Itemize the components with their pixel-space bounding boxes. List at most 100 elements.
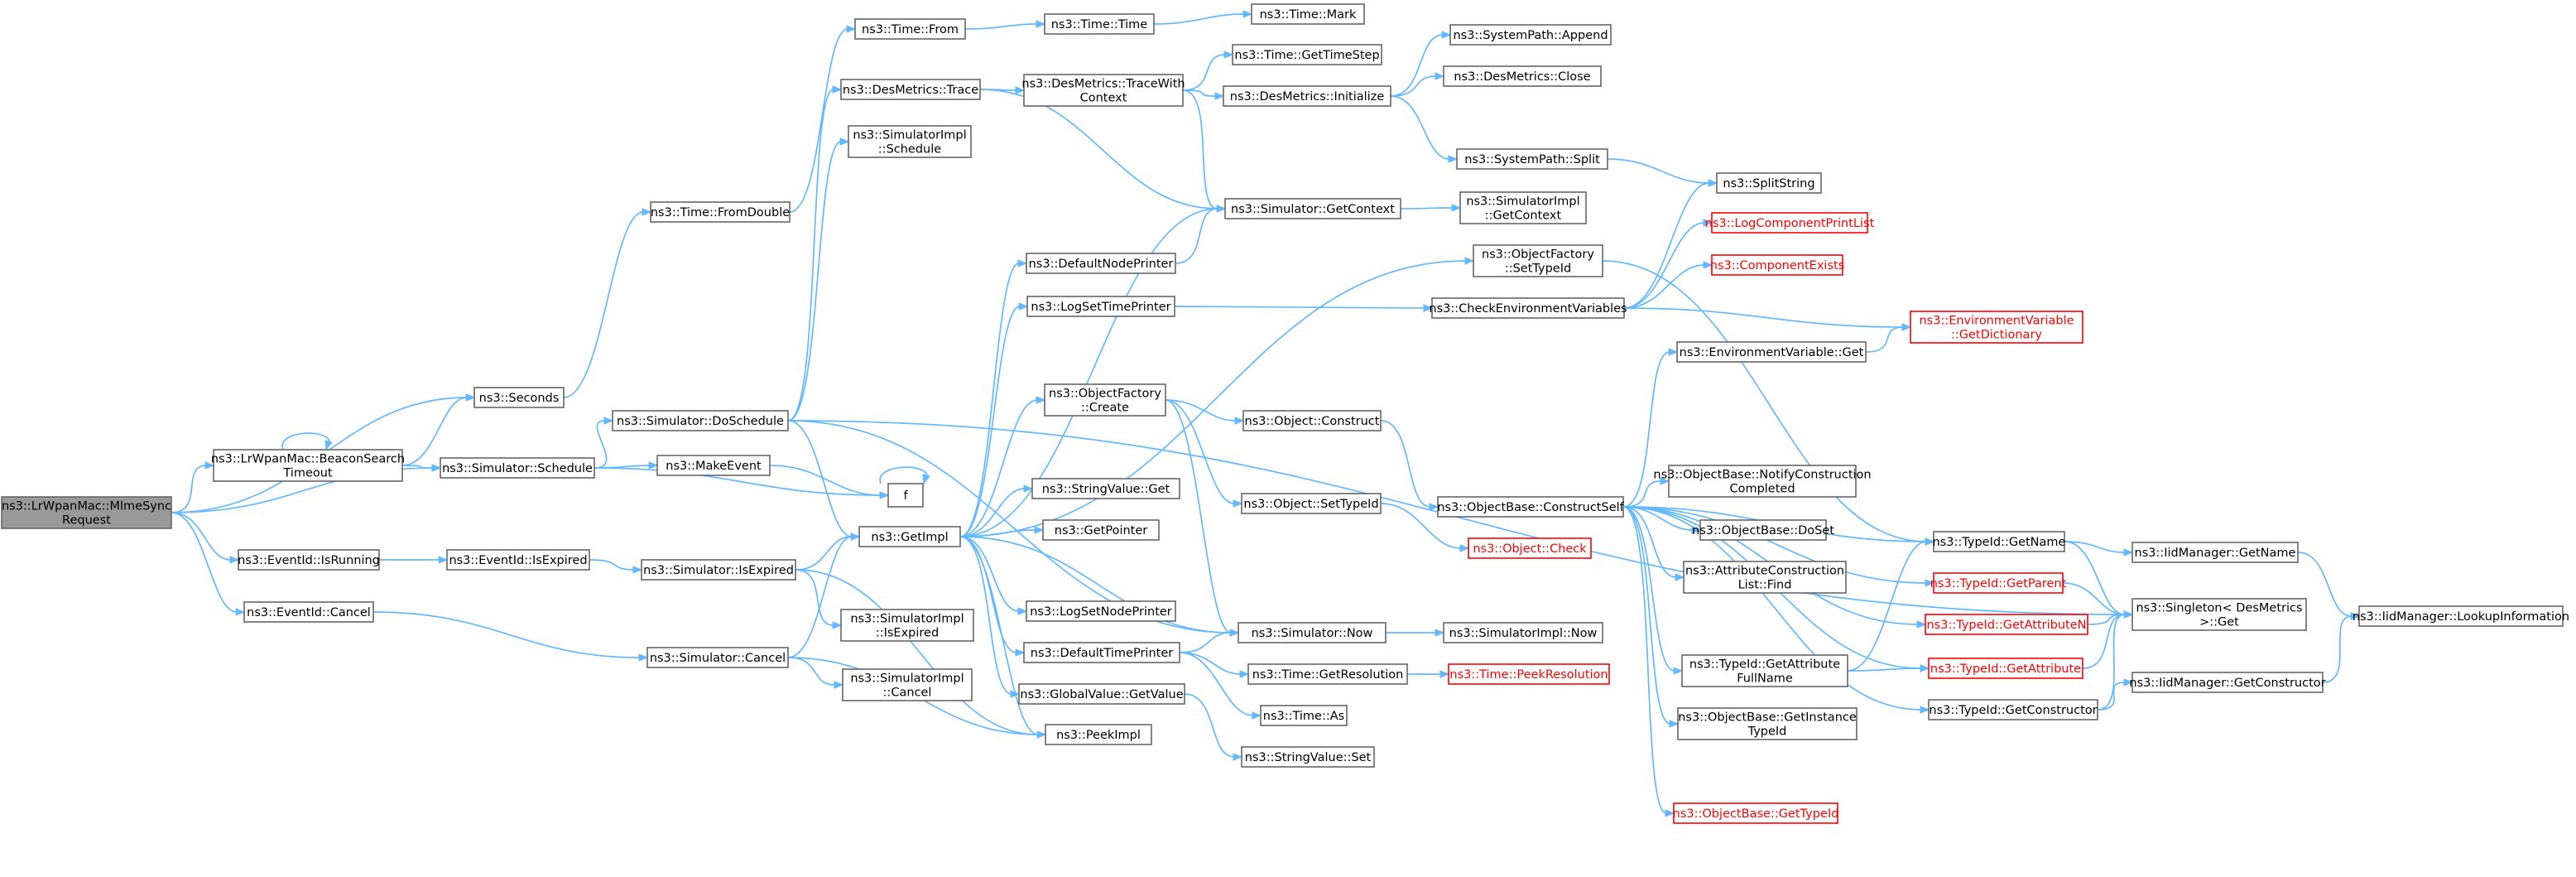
node-simgetcontext[interactable]: ns3::Simulator::GetContext (1224, 198, 1401, 219)
node-iidgetctor[interactable]: ns3::IidManager::GetConstructor (2129, 672, 2326, 693)
node-objsettypeid[interactable]: ns3::Object::SetTypeId (1241, 493, 1382, 514)
edge-line (1847, 667, 1922, 672)
node-gettimestep[interactable]: ns3::Time::GetTimeStep (1232, 44, 1382, 65)
node-tidgetctor[interactable]: ns3::TypeId::GetConstructor (1928, 699, 2098, 720)
arrowhead (1669, 720, 1680, 728)
edge-line (787, 420, 2126, 615)
node-globalget[interactable]: ns3::GlobalValue::GetValue (1018, 683, 1185, 705)
node-makeevent[interactable]: ns3::MakeEvent (656, 455, 771, 476)
node-objconstruct[interactable]: ns3::Object::Construct (1242, 410, 1382, 431)
node-box (650, 201, 791, 223)
node-implschedule[interactable]: ns3::SimulatorImpl::Schedule (848, 125, 972, 158)
call-edge-isrunning-isexpiredevent (378, 556, 449, 564)
node-doschedule[interactable]: ns3::Simulator::DoSchedule (612, 410, 789, 431)
node-lookup[interactable]: ns3::IidManager::LookupInformation (2353, 605, 2569, 627)
call-edge-timefrom-timetime (964, 20, 1046, 30)
arrowhead (642, 208, 652, 216)
call-edge-simisexpired-implisexpired (795, 569, 843, 629)
node-cancel[interactable]: ns3::EventId::Cancel (243, 601, 374, 623)
node-objcheck[interactable]: ns3::Object::Check (1468, 537, 1592, 559)
node-implnow[interactable]: ns3::SimulatorImpl::Now (1443, 622, 1603, 643)
node-simnow[interactable]: ns3::Simulator::Now (1238, 622, 1387, 643)
arrowhead (1920, 706, 1930, 714)
call-edge-constructself-envget (1622, 348, 1679, 508)
node-timemark[interactable]: ns3::Time::Mark (1251, 3, 1365, 25)
node-stringset[interactable]: ns3::StringValue::Set (1241, 746, 1375, 768)
edge-line (1400, 207, 1454, 210)
node-logcomp[interactable]: ns3::LogComponentPrintList (1705, 212, 1875, 234)
node-getres[interactable]: ns3::Time::GetResolution (1247, 663, 1408, 685)
node-singleton[interactable]: ns3::Singleton< DesMetrics >::Get (2131, 598, 2307, 631)
node-timetime[interactable]: ns3::Time::Time (1044, 13, 1155, 35)
node-tidgetattrn[interactable]: ns3::TypeId::GetAttributeN (1925, 614, 2088, 635)
arrowhead (850, 532, 861, 541)
arrowhead (1429, 503, 1439, 511)
call-edge-beacon-beacon (281, 432, 333, 451)
node-spappend[interactable]: ns3::SystemPath::Append (1449, 24, 1612, 46)
node-desclose[interactable]: ns3::DesMetrics::Close (1443, 65, 1602, 87)
node-simisexpired[interactable]: ns3::Simulator::IsExpired (641, 559, 796, 581)
node-destrace[interactable]: ns3::DesMetrics::Trace (840, 79, 981, 100)
node-f[interactable]: f (887, 483, 924, 508)
node-fromdouble[interactable]: ns3::Time::FromDouble (650, 201, 791, 223)
node-tidgetname[interactable]: ns3::TypeId::GetName (1933, 531, 2066, 552)
node-defaultnode[interactable]: ns3::DefaultNodePrinter (1026, 253, 1176, 274)
node-tidgetattr[interactable]: ns3::TypeId::GetAttribute (1928, 658, 2083, 679)
node-compexists[interactable]: ns3::ComponentExists (1710, 254, 1845, 276)
node-spsplit[interactable]: ns3::SystemPath::Split (1456, 148, 1608, 170)
call-edge-fromdouble-timefrom (789, 25, 857, 213)
node-constructself[interactable]: ns3::ObjectBase::ConstructSelf (1437, 496, 1625, 518)
node-iidgetname[interactable]: ns3::IidManager::GetName (2131, 542, 2299, 563)
edge-line (1623, 264, 1705, 309)
node-checkenv[interactable]: ns3::CheckEnvironmentVariables (1429, 297, 1627, 319)
node-timefrom[interactable]: ns3::Time::From (854, 18, 966, 40)
edge-line (1165, 399, 1237, 422)
node-doset[interactable]: ns3::ObjectBase::DoSet (1692, 519, 1834, 541)
node-isrunning[interactable]: ns3::EventId::IsRunning (238, 549, 380, 571)
arrowhead (1916, 620, 1927, 629)
node-getpointer[interactable]: ns3::GetPointer (1042, 519, 1160, 541)
node-stringget[interactable]: ns3::StringValue::Get (1031, 478, 1180, 499)
node-isexpiredevent[interactable]: ns3::EventId::IsExpired (446, 549, 590, 571)
node-timeas[interactable]: ns3::Time::As (1260, 705, 1348, 726)
node-envget[interactable]: ns3::EnvironmentVariable::Get (1676, 341, 1867, 363)
node-getimpl[interactable]: ns3::GetImpl (858, 526, 961, 547)
node-box (1676, 341, 1867, 363)
node-peekimpl[interactable]: ns3::PeekImpl (1045, 724, 1152, 745)
arrowhead (1423, 304, 1434, 312)
node-defaulttime[interactable]: ns3::DefaultTimePrinter (1023, 642, 1180, 663)
edge-line (1179, 632, 1232, 653)
node-simcancel[interactable]: ns3::Simulator::Cancel (646, 647, 789, 668)
call-edge-simcancel-getimpl (787, 532, 861, 658)
node-objfcreate[interactable]: ns3::ObjectFactory::Create (1044, 383, 1166, 417)
node-logsettime[interactable]: ns3::LogSetTimePrinter (1026, 296, 1175, 317)
node-notify[interactable]: ns3::ObjectBase::NotifyConstructionCompl… (1653, 465, 1872, 498)
node-envdict[interactable]: ns3::EnvironmentVariable::GetDictionary (1910, 311, 2083, 344)
node-implgetcontext[interactable]: ns3::SimulatorImpl::GetContext (1459, 191, 1587, 224)
node-tidgetparent[interactable]: ns3::TypeId::GetParent (1930, 572, 2067, 594)
node-box (446, 549, 590, 571)
node-seconds[interactable]: ns3::Seconds (473, 387, 565, 408)
node-implcancel[interactable]: ns3::SimulatorImpl::Cancel (842, 668, 973, 701)
node-peekres[interactable]: ns3::Time::PeekResolution (1448, 663, 1610, 685)
node-label: FullName (1737, 672, 1793, 686)
node-logsetnode[interactable]: ns3::LogSetNodePrinter (1026, 600, 1176, 622)
node-splitstring[interactable]: ns3::SplitString (1716, 172, 1822, 194)
node-label: ::GetContext (1485, 210, 1562, 223)
node-box (848, 125, 972, 158)
arrowhead (1459, 544, 1470, 552)
node-schedule[interactable]: ns3::Simulator::Schedule (440, 457, 595, 479)
node-gettypeid[interactable]: ns3::ObjectBase::GetTypeId (1673, 802, 1839, 824)
node-desinit[interactable]: ns3::DesMetrics::Initialize (1223, 85, 1391, 107)
arrowhead (1015, 648, 1026, 657)
node-box (440, 457, 595, 479)
node-implisexpired[interactable]: ns3::SimulatorImpl::IsExpired (840, 609, 974, 642)
node-ofsettypeid[interactable]: ns3::ObjectFactory::SetTypeId (1473, 244, 1603, 277)
edge-line (787, 657, 836, 686)
